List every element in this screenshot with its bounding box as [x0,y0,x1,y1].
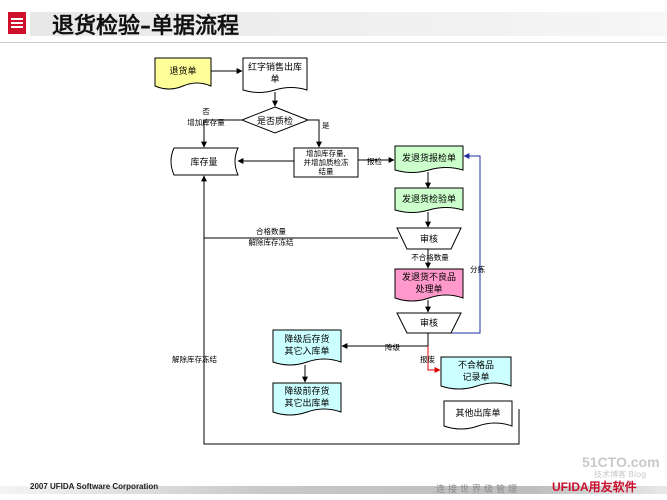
node-inventory: 库存量 [170,147,239,176]
edge-check-no [201,119,242,148]
slide-footer: 2007 UFIDA Software Corporation 连接世界级管理 … [0,478,667,500]
svg-text:记录单: 记录单 [462,371,489,383]
node-return-inspect-sheet: 发退货检验单 [394,187,464,213]
node-return-order: 退货单 [154,57,212,90]
svg-text:单: 单 [270,73,279,85]
watermark-sub: 技术博客 Blog [594,470,647,479]
edge-scrap [427,346,441,373]
svg-text:报废: 报废 [420,354,435,364]
svg-text:合格数量: 合格数量 [256,226,286,236]
svg-text:不合格数量: 不合格数量 [411,252,449,262]
node-downgrade-in: 降级后存货 其它入库单 [272,329,342,366]
svg-text:发退货检验单: 发退货检验单 [402,193,456,205]
node-audit-2: 审核 [396,312,462,334]
svg-text:不合格品: 不合格品 [458,359,494,371]
svg-text:报检: 报检 [367,156,382,166]
svg-text:解除库存冻结: 解除库存冻结 [249,237,294,247]
svg-text:增加库存量,: 增加库存量, [306,148,346,158]
node-downgrade-out: 降级前存货 其它出库单 [272,382,342,416]
svg-text:降级: 降级 [385,342,400,352]
edge-sort [428,153,481,334]
node-defect-handling: 发退货不良品 处理单 [394,268,464,302]
svg-text:其它出库单: 其它出库单 [284,397,329,409]
svg-text:并增加质检冻: 并增加质检冻 [304,157,349,167]
header-bar [30,12,667,36]
node-audit-1: 审核 [396,227,462,250]
header-logo-mark [8,12,26,34]
svg-text:结量: 结量 [319,166,334,176]
svg-text:发退货不良品: 发退货不良品 [402,271,456,283]
svg-text:是否质检: 是否质检 [257,115,293,127]
edge-labels: 否 增加库存量 是 报检 合格数量 解除库存冻结 不合格数量 分拣 降级 报废 … [172,107,485,364]
edge-qualified [201,175,398,239]
svg-text:处理单: 处理单 [415,283,442,295]
svg-text:其他出库单: 其他出库单 [455,407,500,419]
svg-text:发退货报检单: 发退货报检单 [402,152,456,164]
node-nonconform-record: 不合格品 记录单 [440,356,512,390]
svg-text:库存量: 库存量 [190,156,217,168]
svg-text:是: 是 [322,121,330,130]
slide-header: 退货检验–单据流程 [0,0,667,44]
node-red-sales-out: 红字销售出库 单 [242,57,308,93]
footer-band [0,486,667,494]
node-label: 退货单 [169,65,196,77]
svg-text:解除库存冻结: 解除库存冻结 [172,354,217,364]
header-divider [0,42,667,43]
footer-logo: UFIDA用友软件 [552,480,637,494]
footer-slogan: 连接世界级管理 [436,485,521,495]
node-other-out: 其他出库单 [443,400,513,430]
svg-text:审核: 审核 [420,233,438,245]
svg-text:增加库存量: 增加库存量 [187,117,225,127]
node-increase-inventory: 增加库存量, 并增加质检冻 结量 [293,147,359,178]
svg-text:降级后存货: 降级后存货 [284,333,329,345]
node-return-inspect-report: 发退货报检单 [394,145,464,173]
edge-check-yes [308,119,322,148]
svg-text:红字销售出库: 红字销售出库 [248,61,302,73]
svg-text:审核: 审核 [420,317,438,329]
svg-text:其它入库单: 其它入库单 [284,345,329,357]
svg-text:降级前存货: 降级前存货 [284,385,329,397]
watermark-site: 51CTO.com [582,454,660,470]
connectors [201,68,520,445]
node-quality-check-decision: 是否质检 [240,106,310,134]
footer-copyright: 2007 UFIDA Software Corporation [30,482,159,491]
svg-text:分拣: 分拣 [470,264,485,274]
page-title: 退货检验–单据流程 [52,14,240,39]
svg-text:否: 否 [202,107,210,116]
edge-release-frozen [203,176,520,445]
